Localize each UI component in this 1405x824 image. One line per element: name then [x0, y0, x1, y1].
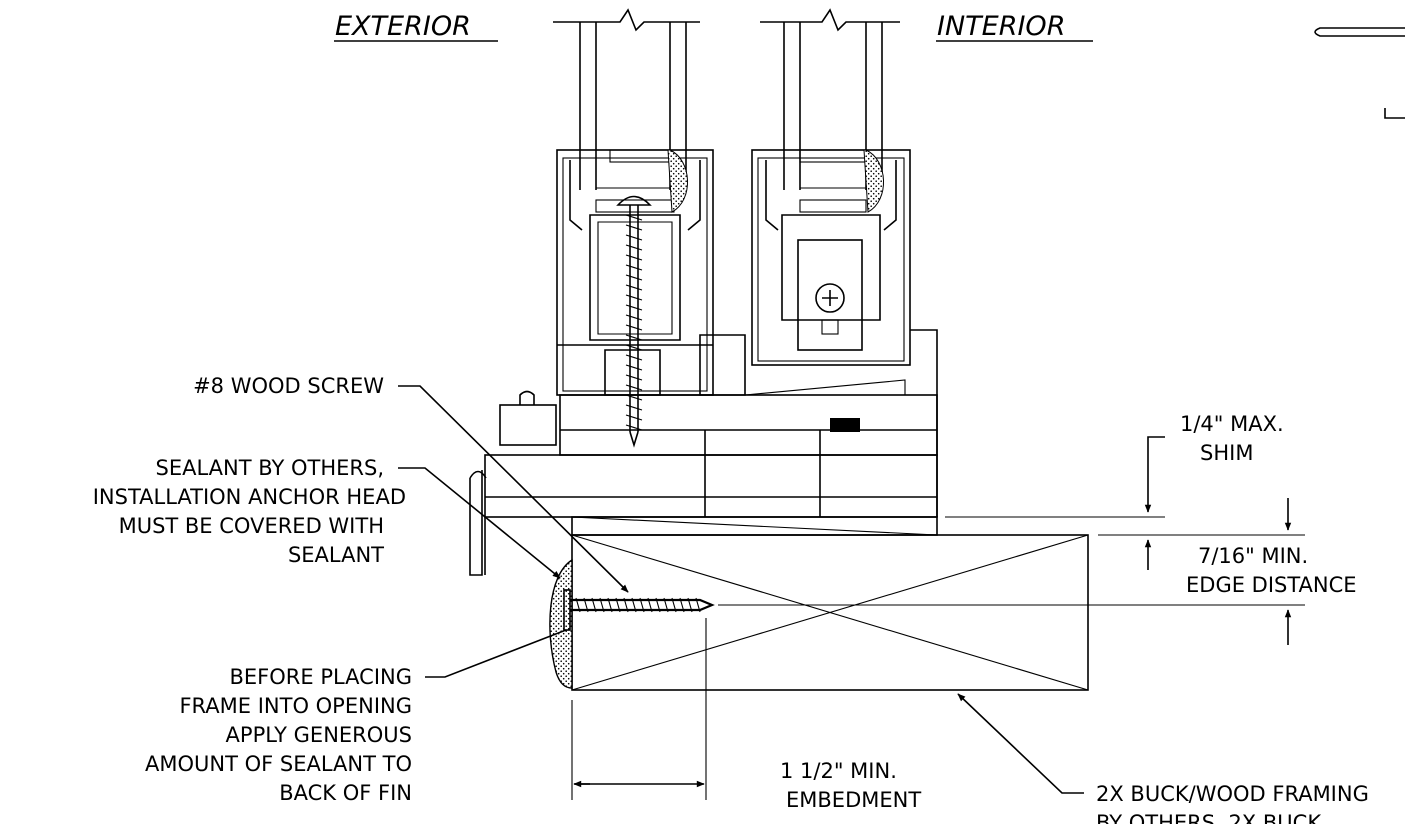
svg-text:SHIM: SHIM	[1200, 441, 1253, 465]
interior-glass-panel	[760, 8, 900, 190]
dimension-edge-distance: 7/16" MIN. EDGE DISTANCE	[718, 498, 1357, 645]
callout-before-placing: BEFORE PLACING FRAME INTO OPENING APPLY …	[145, 629, 567, 805]
interior-sash-profile	[751, 149, 911, 366]
svg-text:MUST BE COVERED WITH: MUST BE COVERED WITH	[119, 514, 384, 538]
exterior-sash-profile	[556, 149, 714, 396]
svg-text:INSTALLATION ANCHOR HEAD: INSTALLATION ANCHOR HEAD	[93, 485, 406, 509]
wood-buck	[571, 534, 1089, 691]
callout-buck: 2X BUCK/WOOD FRAMING BY OTHERS. 2X BUCK	[957, 693, 1369, 824]
svg-text:BEFORE PLACING: BEFORE PLACING	[230, 665, 413, 689]
svg-text:APPLY GENEROUS: APPLY GENEROUS	[226, 723, 412, 747]
exterior-header: EXTERIOR	[334, 11, 498, 42]
svg-text:SEALANT: SEALANT	[288, 543, 384, 567]
svg-text:2X BUCK/WOOD FRAMING: 2X BUCK/WOOD FRAMING	[1096, 782, 1369, 806]
partial-detail-top-right	[1314, 27, 1405, 119]
svg-text:EMBEDMENT: EMBEDMENT	[786, 788, 921, 812]
installation-anchor	[549, 558, 715, 689]
callout-sealant: SEALANT BY OTHERS, INSTALLATION ANCHOR H…	[93, 456, 561, 579]
svg-text:1 1/2" MIN.: 1 1/2" MIN.	[780, 759, 897, 783]
svg-text:BACK OF FIN: BACK OF FIN	[279, 781, 412, 805]
svg-text:EDGE DISTANCE: EDGE DISTANCE	[1186, 573, 1357, 597]
frame-wood-screw	[616, 195, 652, 448]
svg-text:BY OTHERS. 2X BUCK: BY OTHERS. 2X BUCK	[1096, 811, 1322, 824]
svg-text:#8 WOOD SCREW: #8 WOOD SCREW	[193, 374, 384, 398]
dimension-shim: 1/4" MAX. SHIM	[945, 412, 1284, 518]
svg-text:AMOUNT OF SEALANT TO: AMOUNT OF SEALANT TO	[145, 752, 412, 776]
callout-wood-screw: #8 WOOD SCREW	[193, 374, 629, 593]
shim	[571, 516, 938, 536]
exterior-glass-panel	[553, 8, 700, 190]
dimension-embedment: 1 1/2" MIN. EMBEDMENT	[571, 618, 921, 812]
nailing-fin	[469, 470, 487, 576]
svg-text:SEALANT BY OTHERS,: SEALANT BY OTHERS,	[156, 456, 385, 480]
svg-text:EXTERIOR: EXTERIOR	[335, 11, 471, 42]
interior-header: INTERIOR	[936, 11, 1093, 42]
svg-text:1/4" MAX.: 1/4" MAX.	[1180, 412, 1284, 436]
svg-text:INTERIOR: INTERIOR	[937, 11, 1065, 42]
main-frame	[484, 329, 938, 518]
svg-text:FRAME INTO OPENING: FRAME INTO OPENING	[179, 694, 412, 718]
svg-text:7/16" MIN.: 7/16" MIN.	[1198, 544, 1308, 568]
